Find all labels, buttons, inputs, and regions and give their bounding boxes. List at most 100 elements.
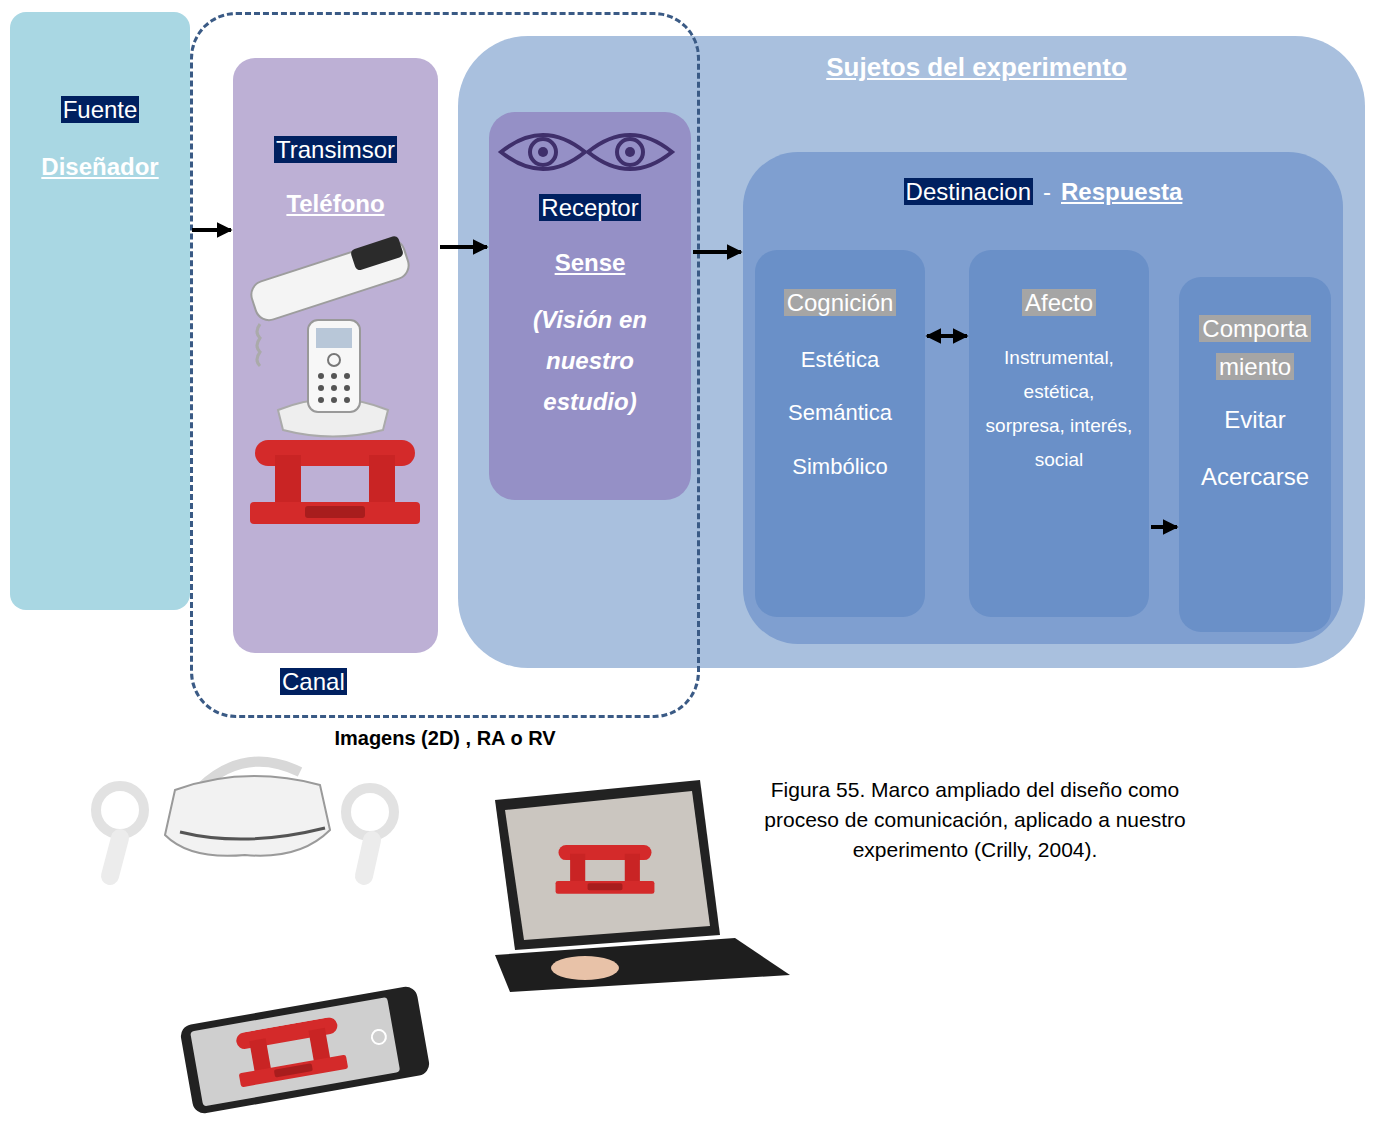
- vr-controller: [346, 788, 394, 836]
- flow-arrow: [927, 334, 967, 338]
- eye-pupil: [625, 147, 635, 157]
- vr-controller: [96, 786, 144, 834]
- cordless-key: [344, 373, 350, 379]
- vr-controller: [364, 840, 372, 876]
- vr-face: [180, 828, 325, 839]
- flow-arrow: [693, 250, 741, 254]
- flow-arrow: [192, 228, 231, 232]
- eye-icon: [588, 135, 672, 169]
- box-subtitle: Respuesta: [1061, 178, 1182, 205]
- phone-frame: [179, 985, 431, 1115]
- eye-pupil: [538, 147, 548, 157]
- eye-outline: [501, 135, 585, 169]
- box-subtitle: Teléfono: [286, 190, 384, 217]
- phone-screen: [190, 997, 400, 1107]
- red-phone: [250, 440, 420, 524]
- text-row: Simbólico: [792, 454, 887, 480]
- cordless-base: [278, 399, 388, 437]
- red-phone-on-screen: [556, 845, 655, 894]
- cordless-handset: [308, 320, 360, 412]
- laptop: [495, 780, 790, 992]
- text-row: Estética: [801, 347, 879, 373]
- cordless-key: [328, 354, 340, 366]
- laptop-display: [505, 791, 710, 940]
- red-phone-on-screen: [232, 1016, 348, 1088]
- list-item: Evitar: [1224, 406, 1285, 433]
- affect-box: AfectoInstrumental, estética, sorpresa, …: [969, 250, 1149, 617]
- cordless-key: [331, 385, 337, 391]
- label-box: Imagens (2D) , RA o RV: [300, 727, 590, 750]
- text-row: Cognición: [784, 289, 897, 318]
- box-heading: Transimsor: [274, 136, 397, 163]
- vr-controller: [110, 838, 120, 876]
- list-item: Acercarse: [1201, 463, 1309, 490]
- text-row: Respuesta: [1061, 178, 1182, 207]
- text-row: Canal: [280, 668, 347, 697]
- flow-arrow: [1151, 525, 1177, 529]
- cordless-key: [331, 397, 337, 403]
- eye-iris: [530, 139, 556, 165]
- destination-box: Destinacion-RespuestaCogniciónEstéticaSe…: [743, 152, 1343, 644]
- text-row: Acercarse: [1201, 463, 1309, 492]
- text-row: (Visión en nuestro estudio): [510, 299, 670, 422]
- laptop-keyboard: [495, 938, 790, 992]
- box-heading: Cognición: [784, 289, 897, 316]
- cordless-key: [331, 373, 337, 379]
- telephones: [247, 234, 420, 524]
- box-subtitle: Diseñador: [41, 153, 158, 180]
- cordless-key: [344, 397, 350, 403]
- text-row: Instrumental, estética, sorpresa, interé…: [984, 341, 1134, 477]
- cordless-key: [318, 373, 324, 379]
- source-box: FuenteDiseñador: [10, 12, 190, 610]
- flow-arrow: [440, 245, 487, 249]
- box-heading: Afecto: [1022, 289, 1096, 316]
- phone-cord: [257, 324, 260, 366]
- laptop-screen-frame: [495, 780, 720, 950]
- list-item: Estética: [801, 347, 879, 372]
- desk-phone-body: [248, 236, 413, 323]
- text-row: Destinacion: [904, 178, 1033, 207]
- text-row: Comporta miento: [1193, 310, 1318, 386]
- cognition-box: CogniciónEstéticaSemánticaSimbólico: [755, 250, 925, 617]
- box-note: (Visión en nuestro estudio): [533, 306, 647, 415]
- text-row: -: [1043, 178, 1051, 207]
- eye-outline: [588, 135, 672, 169]
- box-subtitle: Sense: [555, 249, 626, 276]
- figure-caption: Figura 55. Marco ampliado del diseño com…: [764, 778, 1185, 861]
- separator: -: [1043, 178, 1051, 205]
- box-heading: Fuente: [61, 96, 140, 123]
- eye-icon: [501, 135, 585, 169]
- region-title: Sujetos del experimento: [826, 52, 1127, 82]
- text-row: Evitar: [1224, 406, 1285, 435]
- text-row: Semántica: [788, 400, 892, 426]
- list-item: Instrumental, estética, sorpresa, interé…: [986, 347, 1133, 470]
- text-row: Sense: [555, 249, 626, 278]
- box-heading: Receptor: [539, 194, 640, 221]
- vr-strap: [200, 762, 300, 788]
- receiver-box: ReceptorSense (Visión en nuestro estudio): [489, 112, 691, 500]
- behaviour-box: Comporta mientoEvitarAcercarse: [1179, 277, 1331, 632]
- text-row: Fuente: [61, 96, 140, 125]
- list-item: Simbólico: [792, 454, 887, 479]
- smartphone: [179, 985, 431, 1115]
- desk-phone: [247, 234, 412, 323]
- transmitter-box: TransimsorTeléfono: [233, 58, 438, 653]
- eye-iris: [617, 139, 643, 165]
- box-heading: Destinacion: [904, 178, 1033, 205]
- channel-media-label: Imagens (2D) , RA o RV: [334, 727, 555, 749]
- text-row: Diseñador: [41, 153, 158, 182]
- text-row: Transimsor: [274, 136, 397, 165]
- phone-ui-button: [371, 1029, 387, 1045]
- region-label: Canal: [280, 668, 347, 695]
- vr-body: [165, 776, 330, 856]
- text-row: Afecto: [1022, 289, 1096, 318]
- desk-phone-display: [350, 235, 404, 271]
- hand: [551, 956, 619, 980]
- text-row: Sujetos del experimento: [826, 52, 1127, 83]
- cordless-screen: [316, 328, 352, 348]
- box-heading: Comporta miento: [1199, 315, 1310, 380]
- caption-box: Figura 55. Marco ampliado del diseño com…: [735, 775, 1215, 865]
- vr-headset: [96, 762, 394, 876]
